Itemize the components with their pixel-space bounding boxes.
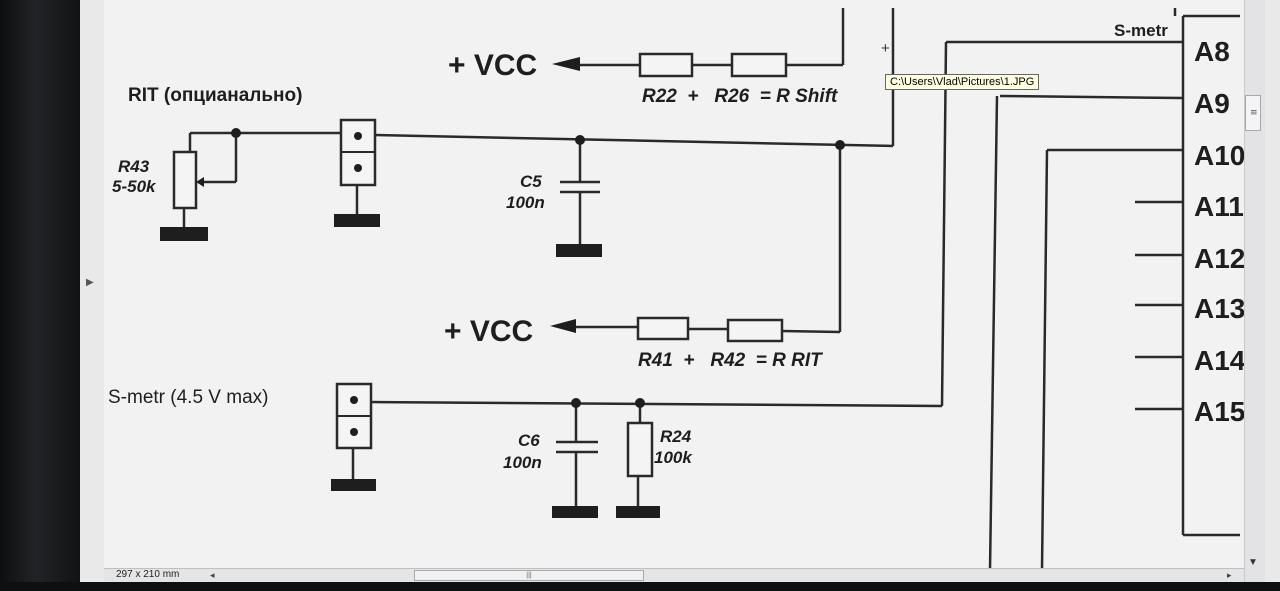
mcu-pin-a11: A11: [1194, 191, 1244, 222]
vcc-bottom-label: + VCC: [444, 315, 533, 348]
grip-icon: ≡: [1250, 108, 1258, 118]
mcu-pin-a13: A13: [1194, 293, 1245, 324]
crosshair-cursor-icon: +: [881, 40, 890, 57]
mcu-pin-a10: A10: [1194, 140, 1245, 171]
scroll-right-icon[interactable]: ▸: [1227, 570, 1232, 580]
status-bar: [104, 568, 1244, 583]
mcu-smetr-label: S-metr: [1114, 21, 1168, 40]
mcu-pin-a8: A8: [1194, 36, 1230, 67]
mcu-pin-a15: A15: [1194, 396, 1245, 427]
r43-name: R43: [118, 157, 150, 176]
vcc-top-label: + VCC: [448, 49, 537, 82]
resistor-r42: [726, 318, 784, 343]
r43-value: 5-50k: [112, 177, 157, 196]
c5-name: C5: [520, 172, 542, 191]
horizontal-scroll-thumb[interactable]: |||: [414, 570, 644, 581]
mcu-pin-a14: A14: [1194, 345, 1246, 376]
resistor-r24: [626, 421, 654, 478]
mcu-pin-a9: A9: [1194, 88, 1230, 119]
monitor-bezel-left: [0, 0, 88, 591]
resistor-r43: [172, 150, 198, 210]
resistor-r26: [730, 52, 788, 78]
ground-jumper-smetr: [331, 479, 376, 491]
ground-r24: [616, 506, 660, 518]
scroll-down-icon[interactable]: ▼: [1248, 557, 1258, 568]
vertical-scrollbar[interactable]: [1244, 0, 1265, 582]
jumper-rit: [339, 118, 377, 187]
wiper-arrow-icon: [196, 177, 204, 187]
file-path-tooltip: C:\Users\Vlad\Pictures\1.JPG: [885, 74, 1040, 90]
ground-jumper-rit: [334, 214, 380, 227]
jumper-smetr: [335, 382, 373, 450]
c6-value: 100n: [503, 453, 542, 472]
c6-name: C6: [518, 431, 540, 450]
grip-icon: |||: [526, 572, 532, 579]
monitor-bezel-bottom: [0, 582, 1280, 591]
vcc-bottom-arrow-icon: [550, 319, 576, 333]
ground-r43: [160, 227, 208, 241]
rit-title: RIT (опцианально): [128, 85, 302, 106]
resistor-r22: [638, 52, 694, 78]
mcu-pin-a12: A12: [1194, 243, 1245, 274]
r24-name: R24: [660, 427, 692, 446]
c5-value: 100n: [506, 193, 545, 212]
vertical-scroll-thumb[interactable]: ≡: [1245, 95, 1261, 131]
page-size-label: 297 x 210 mm: [116, 569, 180, 580]
r24-value: 100k: [654, 448, 693, 467]
vcc-top-arrow-icon: [552, 57, 580, 71]
r-shift-formula: R22 + R26 = R Shift: [642, 86, 838, 107]
scroll-left-icon[interactable]: ◂: [210, 570, 215, 580]
pan-left-icon[interactable]: ▶: [86, 277, 94, 288]
ground-c5: [556, 244, 602, 257]
ground-c6: [552, 506, 598, 518]
r-rit-formula: R41 + R42 = R RIT: [638, 350, 823, 371]
document-canvas: [104, 0, 1252, 568]
resistor-r41: [636, 316, 690, 341]
smetr-title: S-metr (4.5 V max): [108, 387, 268, 408]
